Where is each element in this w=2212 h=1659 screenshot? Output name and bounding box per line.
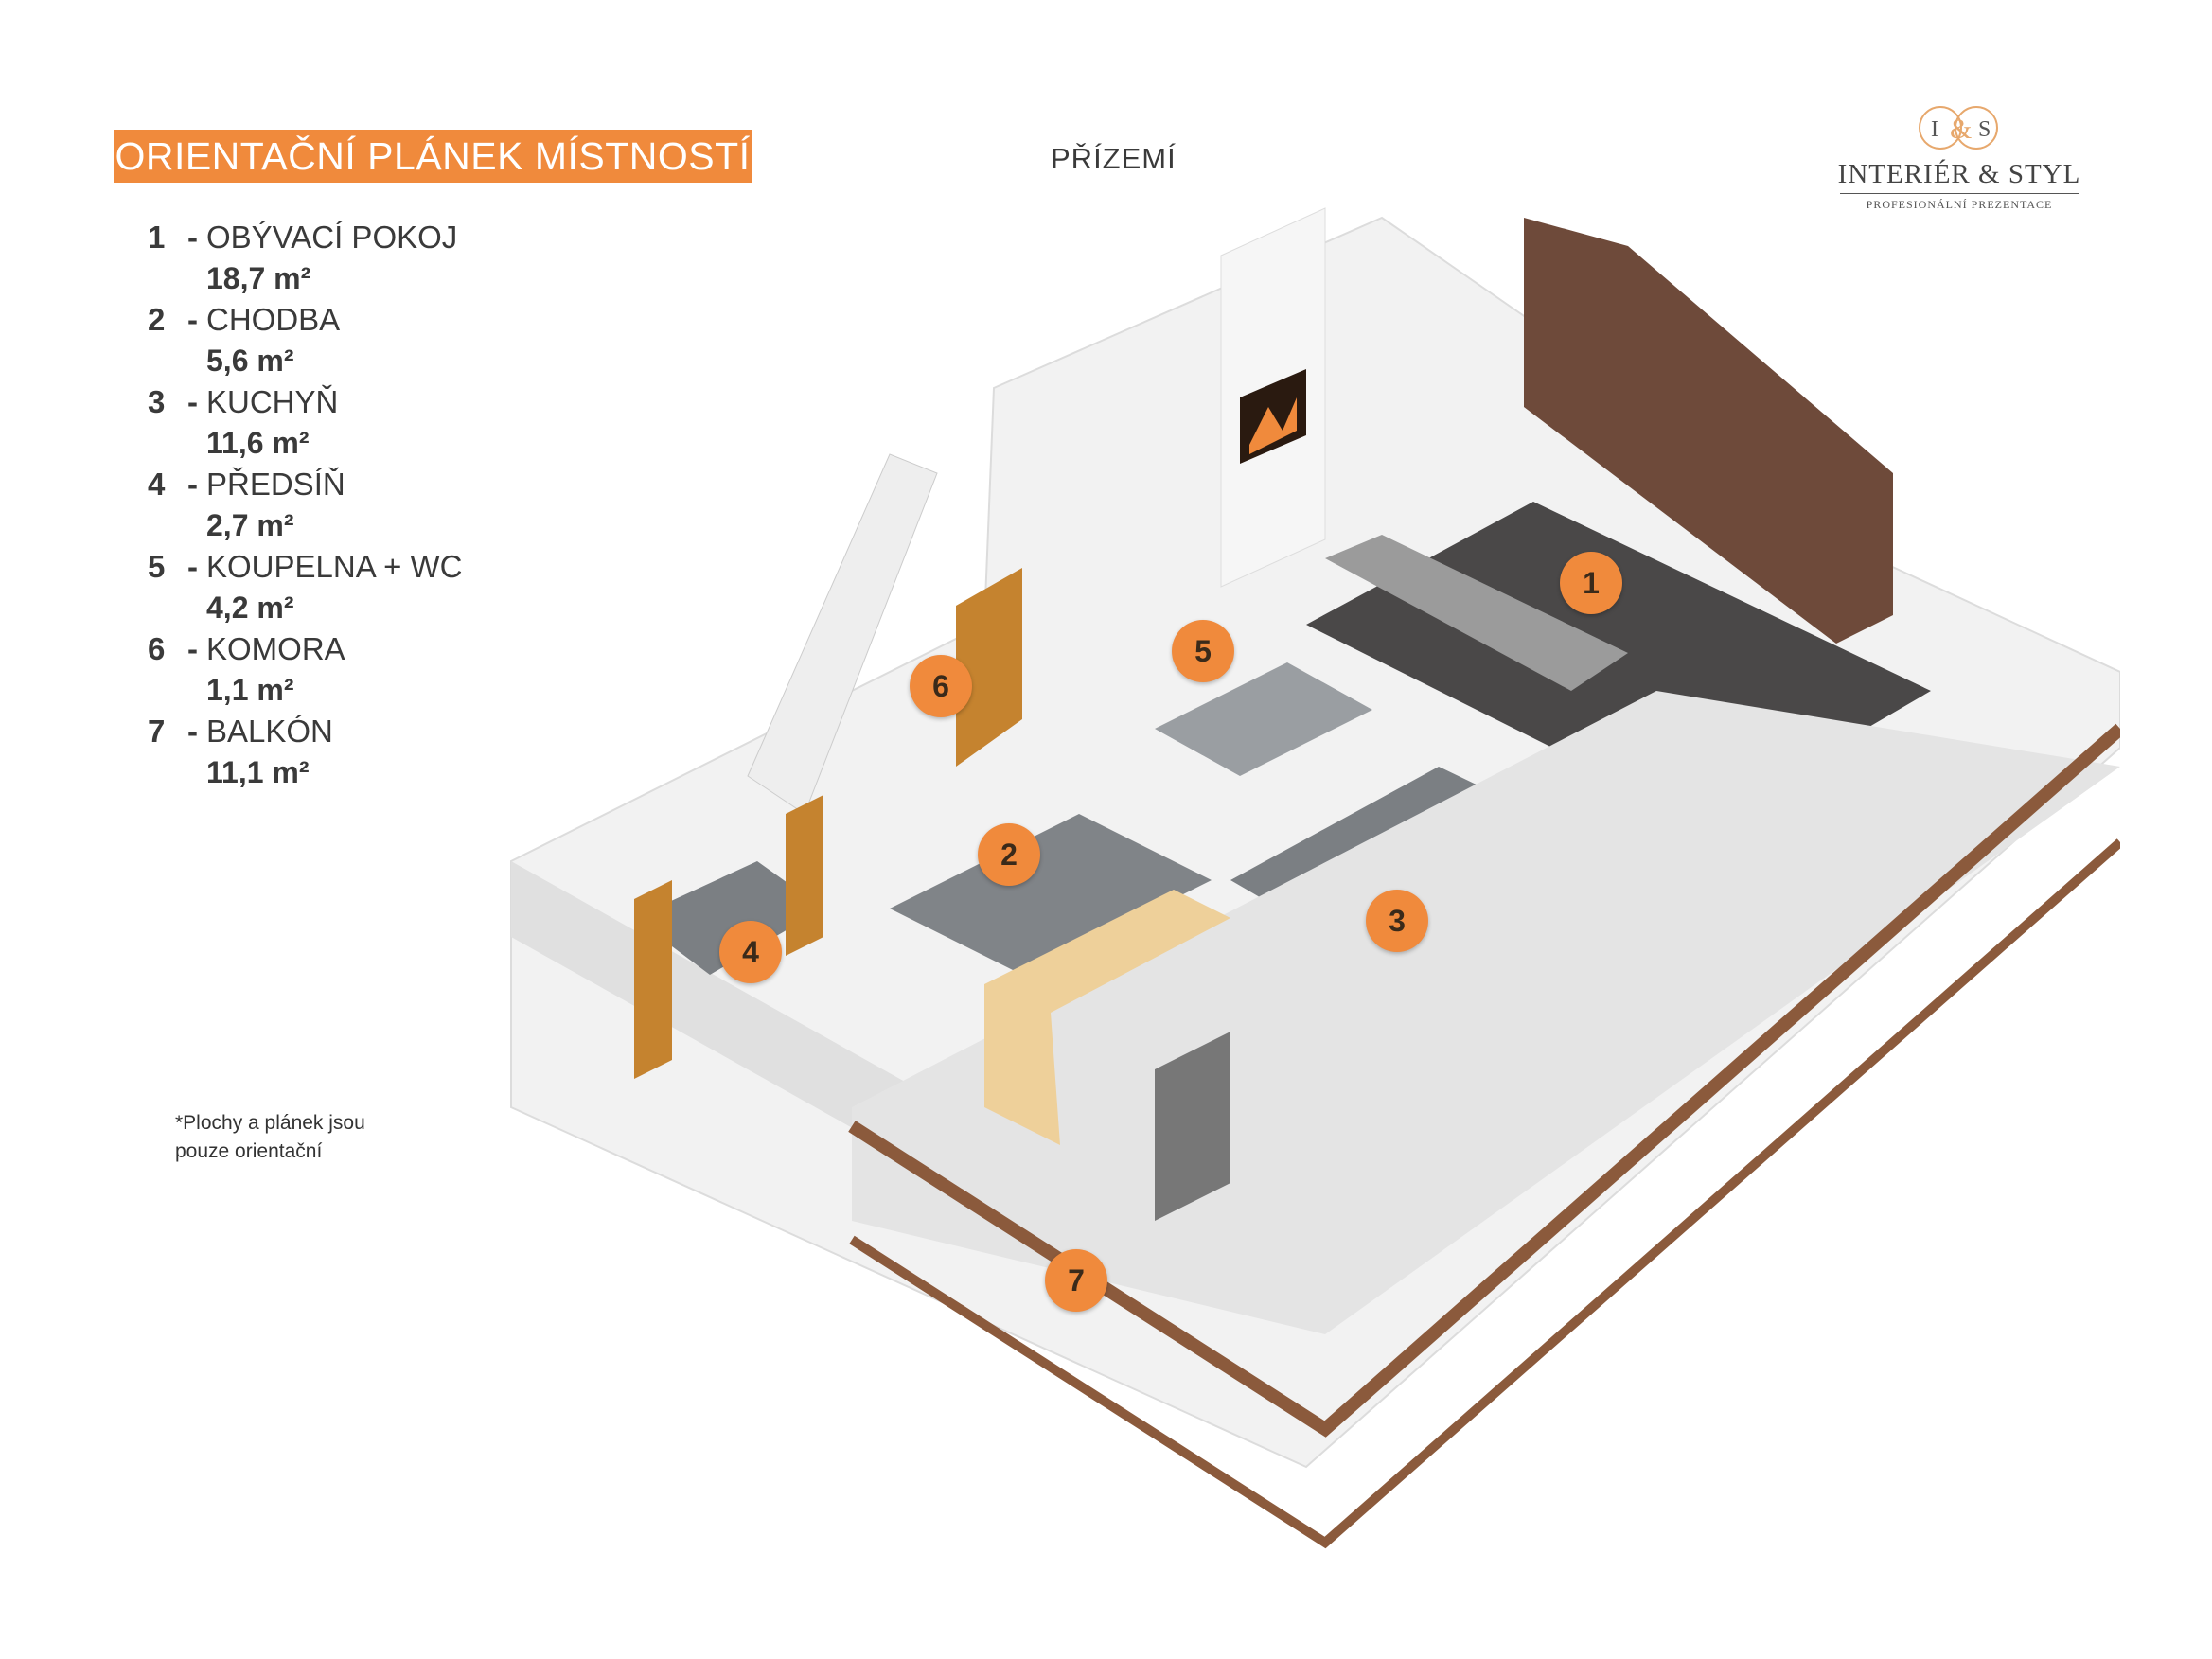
room-marker-4: 4	[719, 921, 782, 983]
legend-dash: -	[187, 714, 198, 749]
balcony-railing-lower	[849, 838, 2120, 1549]
disclaimer-line: *Plochy a plánek jsou	[175, 1112, 365, 1134]
legend-dash: -	[187, 631, 198, 666]
legend-room-area: 2,7 m²	[206, 508, 294, 542]
disclaimer-note: *Plochy a plánek jsou pouze orientační	[175, 1109, 365, 1166]
legend-dash: -	[187, 220, 198, 255]
legend-dash: -	[187, 384, 198, 419]
floor-label: PŘÍZEMÍ	[1051, 142, 1177, 175]
legend-number: 7	[148, 714, 166, 749]
logo-name: INTERIÉR & STYL	[1837, 159, 2081, 189]
floor-plan-illustration	[510, 207, 2120, 1549]
logo-divider	[1840, 193, 2079, 194]
hallway-floor	[890, 814, 1212, 975]
logo-ampersand: &	[1950, 114, 1972, 145]
legend-dash: -	[187, 302, 198, 337]
bookshelf	[1524, 218, 1893, 644]
legend-item: 7 - BALKÓN 11,1 m²	[142, 714, 521, 796]
sofa	[1325, 535, 1628, 691]
legend-dash: -	[187, 467, 198, 502]
room-legend: 1 - OBÝVACÍ POKOJ 18,7 m² 2 - CHODBA 5,6…	[142, 220, 521, 796]
room-marker-3: 3	[1366, 890, 1428, 952]
fireplace-fire	[1249, 397, 1297, 454]
legend-room-name: OBÝVACÍ POKOJ	[206, 220, 458, 255]
legend-dash: -	[187, 549, 198, 584]
hallway-door	[786, 795, 823, 956]
legend-number: 6	[148, 631, 166, 666]
balcony-railing	[848, 723, 2120, 1438]
legend-room-area: 18,7 m²	[206, 261, 311, 295]
legend-room-name: KOMORA	[206, 631, 345, 666]
legend-number: 4	[148, 467, 166, 502]
legend-number: 2	[148, 302, 166, 337]
legend-item: 4 - PŘEDSÍŇ 2,7 m²	[142, 467, 521, 549]
legend-number: 3	[148, 384, 166, 419]
legend-item: 3 - KUCHYŇ 11,6 m²	[142, 384, 521, 467]
legend-number: 1	[148, 220, 166, 255]
logo-tagline: PROFESIONÁLNÍ PREZENTACE	[1866, 198, 2053, 211]
page-title-banner: ORIENTAČNÍ PLÁNEK MÍSTNOSTÍ	[114, 130, 752, 183]
legend-room-name: PŘEDSÍŇ	[206, 467, 345, 502]
room-marker-2: 2	[978, 823, 1040, 886]
entry-floor	[634, 861, 823, 975]
legend-item: 2 - CHODBA 5,6 m²	[142, 302, 521, 384]
legend-room-area: 11,6 m²	[206, 426, 310, 460]
legend-item: 6 - KOMORA 1,1 m²	[142, 631, 521, 714]
legend-room-name: CHODBA	[206, 302, 341, 337]
legend-room-area: 11,1 m²	[206, 755, 310, 789]
legend-room-area: 4,2 m²	[206, 591, 294, 625]
room-marker-5: 5	[1172, 620, 1234, 682]
company-logo: I & S INTERIÉR & STYL PROFESIONÁLNÍ PREZ…	[1827, 104, 2092, 211]
disclaimer-line: pouze orientační	[175, 1140, 323, 1162]
entry-door	[634, 880, 672, 1079]
legend-room-name: KUCHYŇ	[206, 384, 339, 419]
page-title: ORIENTAČNÍ PLÁNEK MÍSTNOSTÍ	[115, 133, 751, 178]
legend-number: 5	[148, 549, 166, 584]
legend-room-area: 1,1 m²	[206, 673, 294, 707]
legend-room-area: 5,6 m²	[206, 344, 294, 378]
room-marker-6: 6	[910, 655, 972, 717]
logo-initial-right: S	[1978, 117, 1991, 142]
staircase	[747, 453, 938, 815]
legend-item: 5 - KOUPELNA + WC 4,2 m²	[142, 549, 521, 631]
logo-rings-icon: I & S	[1919, 106, 1998, 150]
pantry-door	[956, 568, 1022, 767]
legend-room-name: BALKÓN	[206, 714, 333, 749]
legend-item: 1 - OBÝVACÍ POKOJ 18,7 m²	[142, 220, 521, 302]
room-marker-1: 1	[1560, 552, 1622, 614]
bathroom-floor	[1155, 662, 1372, 776]
room-marker-7: 7	[1045, 1249, 1107, 1312]
fridge	[1155, 1032, 1230, 1221]
legend-room-name: KOUPELNA + WC	[206, 549, 463, 584]
kitchen-counter	[984, 890, 1230, 1145]
logo-initial-left: I	[1931, 117, 1938, 142]
